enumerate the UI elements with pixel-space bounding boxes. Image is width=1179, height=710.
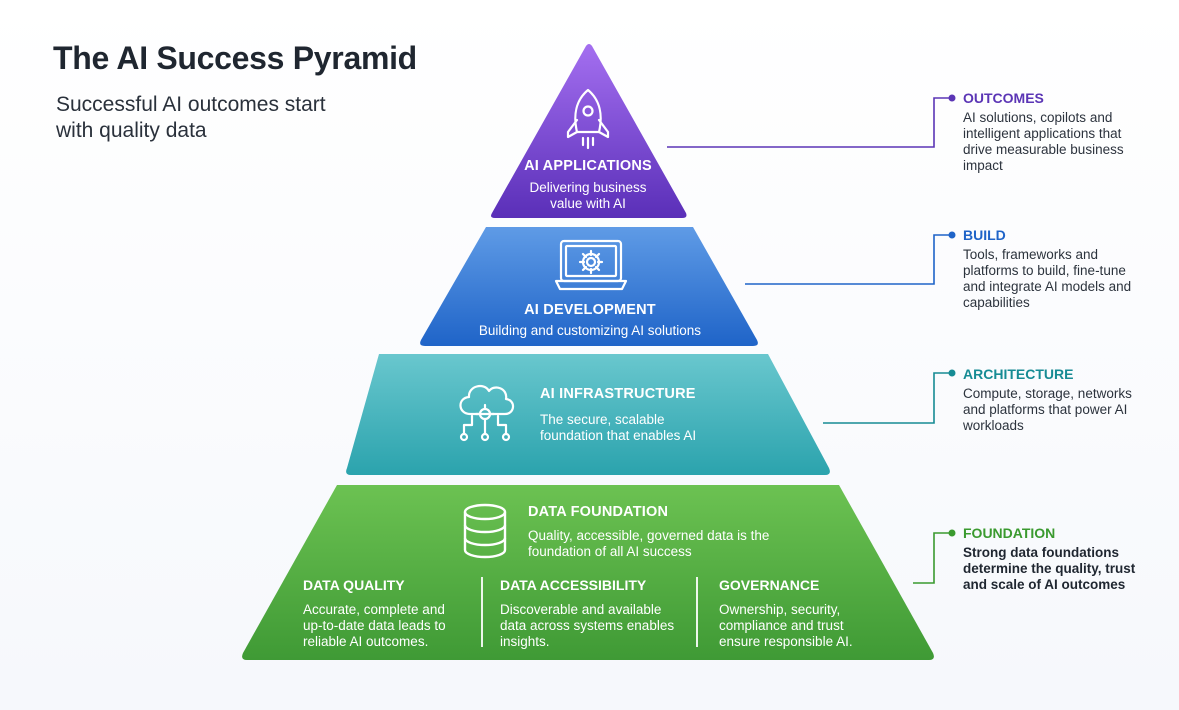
column-accessibility-desc: Discoverable and available data across s…: [500, 602, 675, 649]
layer-development-title: AI DEVELOPMENT: [524, 302, 656, 318]
rocket-icon: [566, 88, 610, 150]
connector-build: [745, 234, 952, 285]
annotation-build: BUILD Tools, frameworks and platforms to…: [963, 227, 1163, 311]
annotation-outcomes-title: OUTCOMES: [963, 90, 1044, 106]
layer-development-shape: [420, 227, 758, 346]
layer-applications-desc: Delivering business value with AI: [529, 180, 647, 211]
layer-development: AI DEVELOPMENT Building and customizing …: [440, 302, 740, 339]
layer-infrastructure-desc: The secure, scalable foundation that ena…: [540, 412, 697, 443]
connector-architecture: [823, 372, 952, 424]
annotation-outcomes-desc: AI solutions, copilots and intelligent a…: [963, 110, 1124, 173]
annotation-build-desc: Tools, frameworks and platforms to build…: [963, 247, 1132, 310]
annotation-architecture: ARCHITECTURE Compute, storage, networks …: [963, 366, 1163, 434]
layer-foundation: DATA FOUNDATION Quality, accessible, gov…: [528, 504, 818, 560]
layer-foundation-desc: Quality, accessible, governed data is th…: [528, 528, 770, 559]
column-governance-title: GOVERNANCE: [719, 577, 820, 593]
column-governance-desc: Ownership, security, compliance and trus…: [719, 602, 853, 649]
column-quality-title: DATA QUALITY: [303, 577, 405, 593]
column-accessibility-title: DATA ACCESSIBILITY: [500, 577, 647, 593]
layer-infrastructure-shape: [346, 354, 830, 475]
connector-outcomes: [667, 97, 952, 148]
layer-applications-title: AI APPLICATIONS: [524, 158, 652, 174]
cloud-network-icon: [459, 384, 515, 442]
laptop-gear-icon: [554, 239, 628, 291]
layer-foundation-title: DATA FOUNDATION: [528, 504, 669, 520]
layer-foundation-shape: [242, 485, 934, 660]
connector-foundation-dot: [948, 529, 956, 537]
foundation-column-accessibility: DATA ACCESSIBILITY Discoverable and avai…: [500, 577, 678, 650]
database-icon: [463, 503, 507, 559]
annotation-foundation-title: FOUNDATION: [963, 525, 1056, 541]
connector-outcomes-dot: [948, 94, 956, 102]
annotation-outcomes: OUTCOMES AI solutions, copilots and inte…: [963, 90, 1163, 174]
foundation-column-governance: GOVERNANCE Ownership, security, complian…: [719, 577, 869, 650]
page-subtitle: Successful AI outcomes start with qualit…: [56, 93, 326, 142]
layer-infrastructure-title: AI INFRASTRUCTURE: [540, 386, 696, 402]
connector-foundation: [913, 532, 952, 584]
column-quality-desc: Accurate, complete and up-to-date data l…: [303, 602, 446, 649]
annotation-architecture-title: ARCHITECTURE: [963, 366, 1074, 382]
connector-build-dot: [948, 231, 956, 239]
layer-applications: AI APPLICATIONS Delivering business valu…: [508, 158, 668, 212]
annotation-architecture-desc: Compute, storage, networks and platforms…: [963, 386, 1132, 433]
annotation-foundation-desc: Strong data foundations determine the qu…: [963, 545, 1136, 592]
annotation-build-title: BUILD: [963, 227, 1006, 243]
foundation-column-quality: DATA QUALITY Accurate, complete and up-t…: [303, 577, 468, 650]
connector-architecture-dot: [948, 369, 956, 377]
layer-development-desc: Building and customizing AI solutions: [478, 323, 702, 338]
annotation-foundation: FOUNDATION Strong data foundations deter…: [963, 525, 1163, 593]
layer-infrastructure: AI INFRASTRUCTURE The secure, scalable f…: [540, 386, 740, 444]
page-title: The AI Success Pyramid: [53, 40, 417, 76]
